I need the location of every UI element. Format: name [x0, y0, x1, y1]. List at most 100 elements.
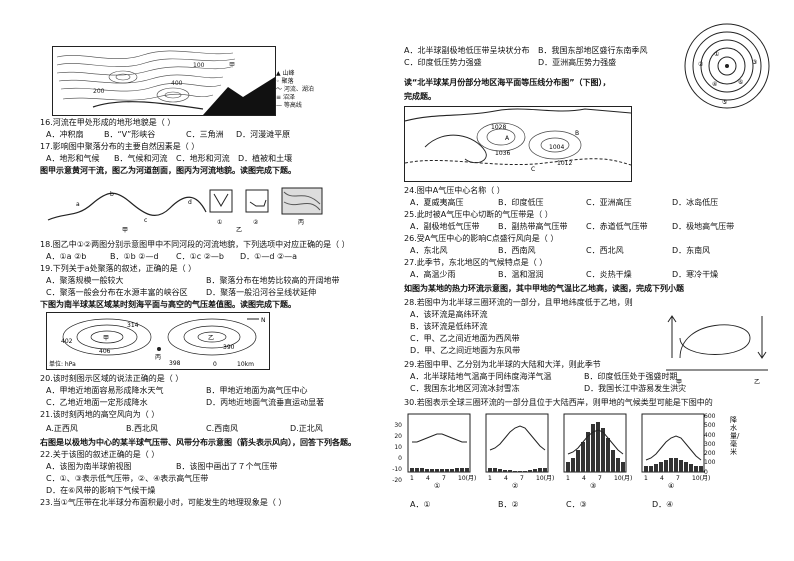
precip-bar	[518, 471, 522, 472]
question-21: 21.该时刻丙地的高空风向为（ ）	[40, 410, 160, 419]
panel-label: ③	[590, 482, 596, 490]
option[interactable]: D．甲、乙之间近地面为东风带	[410, 346, 521, 355]
option[interactable]: C．炎热干燥	[586, 270, 632, 279]
precip-bar	[425, 469, 429, 472]
option[interactable]: D．我国长江中游易发生洪灾	[584, 384, 687, 393]
option[interactable]: B．温和湿润	[498, 270, 544, 279]
question-28: 28.若图中为北半球三圈环流的一部分，且甲地纬度低于乙地，则	[404, 298, 633, 307]
option[interactable]: D．极地高气压带	[672, 222, 735, 231]
option[interactable]: C.西南风	[206, 424, 239, 433]
option[interactable]: A．北半球副极地低压带呈块状分布	[404, 46, 530, 55]
option[interactable]: B．该环流是低纬环流	[410, 322, 488, 331]
option[interactable]: C．乙地近地面一定形成降水	[46, 398, 148, 407]
option[interactable]: A．①a ②b	[46, 252, 87, 261]
option[interactable]: D．亚洲高压势力强盛	[538, 58, 617, 67]
option[interactable]: B．①b ②—d	[110, 252, 159, 261]
panel-label: ④	[668, 482, 674, 490]
fig-label: ⑥	[738, 79, 743, 86]
option[interactable]: D．聚落一般沿河谷呈线状延伸	[206, 288, 317, 297]
option[interactable]: C．聚落一般会分布在水源丰富的峡谷区	[46, 288, 188, 297]
precip-bar	[430, 469, 434, 472]
option[interactable]: D．在⑥风带的影响下气候干燥	[46, 486, 156, 495]
precip-bar	[538, 468, 542, 472]
temperature-curve	[645, 435, 702, 461]
option[interactable]: C．①c ②—b	[176, 252, 224, 261]
option[interactable]: B．该图中画出了７个气压带	[176, 462, 278, 471]
precip-bar	[596, 422, 600, 472]
precip-bar	[420, 468, 424, 472]
precip-bar	[586, 432, 590, 472]
option[interactable]: C．①、③表示低气压带，②、④表示高气压带	[46, 474, 209, 483]
fig-label: b	[110, 191, 114, 198]
question-25: 25.此时被A气压中心切断的气压带是（ ）	[404, 210, 553, 219]
option[interactable]: C．甲、乙之间近地面为西风带	[410, 334, 520, 343]
option[interactable]: C．地形和河流	[176, 154, 230, 163]
option[interactable]: D．寒冷干燥	[672, 270, 719, 279]
option[interactable]: D．东南风	[672, 246, 711, 255]
option[interactable]: A．高温少雨	[410, 270, 456, 279]
option[interactable]: D.正北风	[290, 424, 323, 433]
contour-map: 100 200 400 甲	[52, 46, 276, 116]
precip-bar	[601, 428, 605, 472]
fig-label: 402	[61, 338, 73, 345]
option[interactable]: C．赤道低气压带	[586, 222, 648, 231]
option[interactable]: A．冲积扇	[46, 130, 84, 139]
fig-label: ③	[752, 59, 757, 66]
month-tick: 10(月)	[692, 475, 710, 482]
panel-label: ①	[434, 482, 440, 490]
option[interactable]: D．冰岛低压	[672, 198, 719, 207]
point-label: C	[531, 166, 535, 173]
option[interactable]: D．④	[652, 500, 674, 509]
option[interactable]: B．印度低压	[498, 198, 544, 207]
map-legend: ▲ 山峰 ◦ 聚落 ～ 河流、湖泊 ≡ 沼泽 — 等高线	[276, 70, 314, 109]
option[interactable]: C．③	[566, 500, 587, 509]
option[interactable]: C．印度低压势力强盛	[404, 58, 482, 67]
option[interactable]: A．该图为南半球俯视图	[46, 462, 132, 471]
option[interactable]: C．我国东北地区河流冰封雪冻	[410, 384, 520, 393]
option[interactable]: A．该环流是高纬环流	[410, 310, 488, 319]
option[interactable]: B.西北风	[126, 424, 159, 433]
option[interactable]: A.正西风	[46, 424, 78, 433]
option[interactable]: C．三角洲	[186, 130, 224, 139]
month-tick: 10(月)	[458, 475, 476, 482]
option[interactable]: B．气候和河流	[114, 154, 168, 163]
polar-wind-diagram: ① ② ③ ④ ⑤ ⑥	[676, 20, 778, 110]
option[interactable]: B．西南风	[498, 246, 536, 255]
option[interactable]: D．①—d ②—a	[240, 252, 298, 261]
option[interactable]: A．夏威夷高压	[410, 198, 464, 207]
option[interactable]: A．①	[410, 500, 431, 509]
question-26: 26.受A气压中心的影响C点盛行风向是（ ）	[404, 234, 559, 243]
precip-bar	[581, 442, 585, 472]
intro-text: 图甲示意黄河干流，图乙为河道剖面，图丙为河流地貌。读图完成下题。	[40, 166, 296, 175]
option[interactable]: B．聚落分布在地势比较高的开阔地带	[206, 276, 340, 285]
precip-bar	[664, 460, 668, 472]
option[interactable]: A．聚落规模一般较大	[46, 276, 124, 285]
option[interactable]: B．②	[498, 500, 519, 509]
option[interactable]: B．印度低压处于强盛时期	[584, 372, 678, 381]
option[interactable]: D．河漫滩平原	[236, 130, 291, 139]
fig-label: 甲	[676, 379, 682, 386]
option[interactable]: D．植被和土壤	[238, 154, 293, 163]
option[interactable]: C．亚洲高压	[586, 198, 632, 207]
option[interactable]: B．副热带高气压带	[498, 222, 568, 231]
option[interactable]: B．甲地近地面为高气压中心	[206, 386, 308, 395]
option[interactable]: A．甲地近地面容易形成降水天气	[46, 386, 164, 395]
unit-label: 单位: hPa	[49, 360, 76, 368]
option[interactable]: D．丙地近地面气流垂直运动显著	[206, 398, 325, 407]
precip-bar	[649, 466, 653, 472]
fig-label: N	[261, 317, 266, 324]
month-tick: 4	[660, 475, 664, 482]
temperature-curve	[412, 433, 467, 443]
precip-bar	[508, 470, 512, 472]
panel-label: ②	[512, 482, 518, 490]
fig-label: 乙	[754, 379, 760, 386]
fig-label: 丙	[298, 219, 304, 226]
option[interactable]: B．我国东部地区盛行东南季风	[538, 46, 648, 55]
option[interactable]: B．“V”形峡谷	[104, 130, 156, 139]
option[interactable]: A．北半球陆地气温高于同纬度海洋气温	[410, 372, 552, 381]
option[interactable]: A．地形和气候	[46, 154, 100, 163]
option[interactable]: A．副极地低气压带	[410, 222, 480, 231]
option[interactable]: A．东北风	[410, 246, 448, 255]
option[interactable]: C．西北风	[586, 246, 624, 255]
